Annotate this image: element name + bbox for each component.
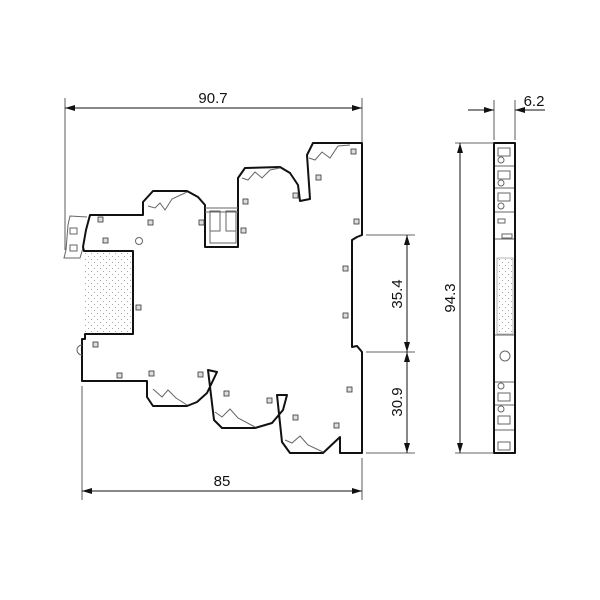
dimension-total-height: 94.3 bbox=[442, 142, 494, 454]
dim-label: 85 bbox=[214, 473, 231, 490]
side-view bbox=[493, 142, 516, 454]
dim-label: 35.4 bbox=[389, 279, 406, 308]
terminal-markers bbox=[92, 148, 360, 429]
dim-label: 94.3 bbox=[442, 283, 459, 312]
dim-label: 6.2 bbox=[524, 93, 545, 110]
dimension-upper-height: 35.4 30.9 bbox=[366, 234, 415, 454]
screw-hole bbox=[135, 237, 143, 245]
dimension-total-width: 90.7 bbox=[64, 90, 363, 250]
dimension-base-width: 85 bbox=[81, 386, 363, 500]
front-view bbox=[63, 142, 363, 454]
dim-label: 30.9 bbox=[389, 387, 406, 416]
dim-label: 90.7 bbox=[198, 90, 227, 107]
din-rail-clip bbox=[63, 215, 88, 259]
label-area bbox=[85, 252, 132, 333]
dimension-thickness: 6.2 bbox=[468, 93, 545, 140]
